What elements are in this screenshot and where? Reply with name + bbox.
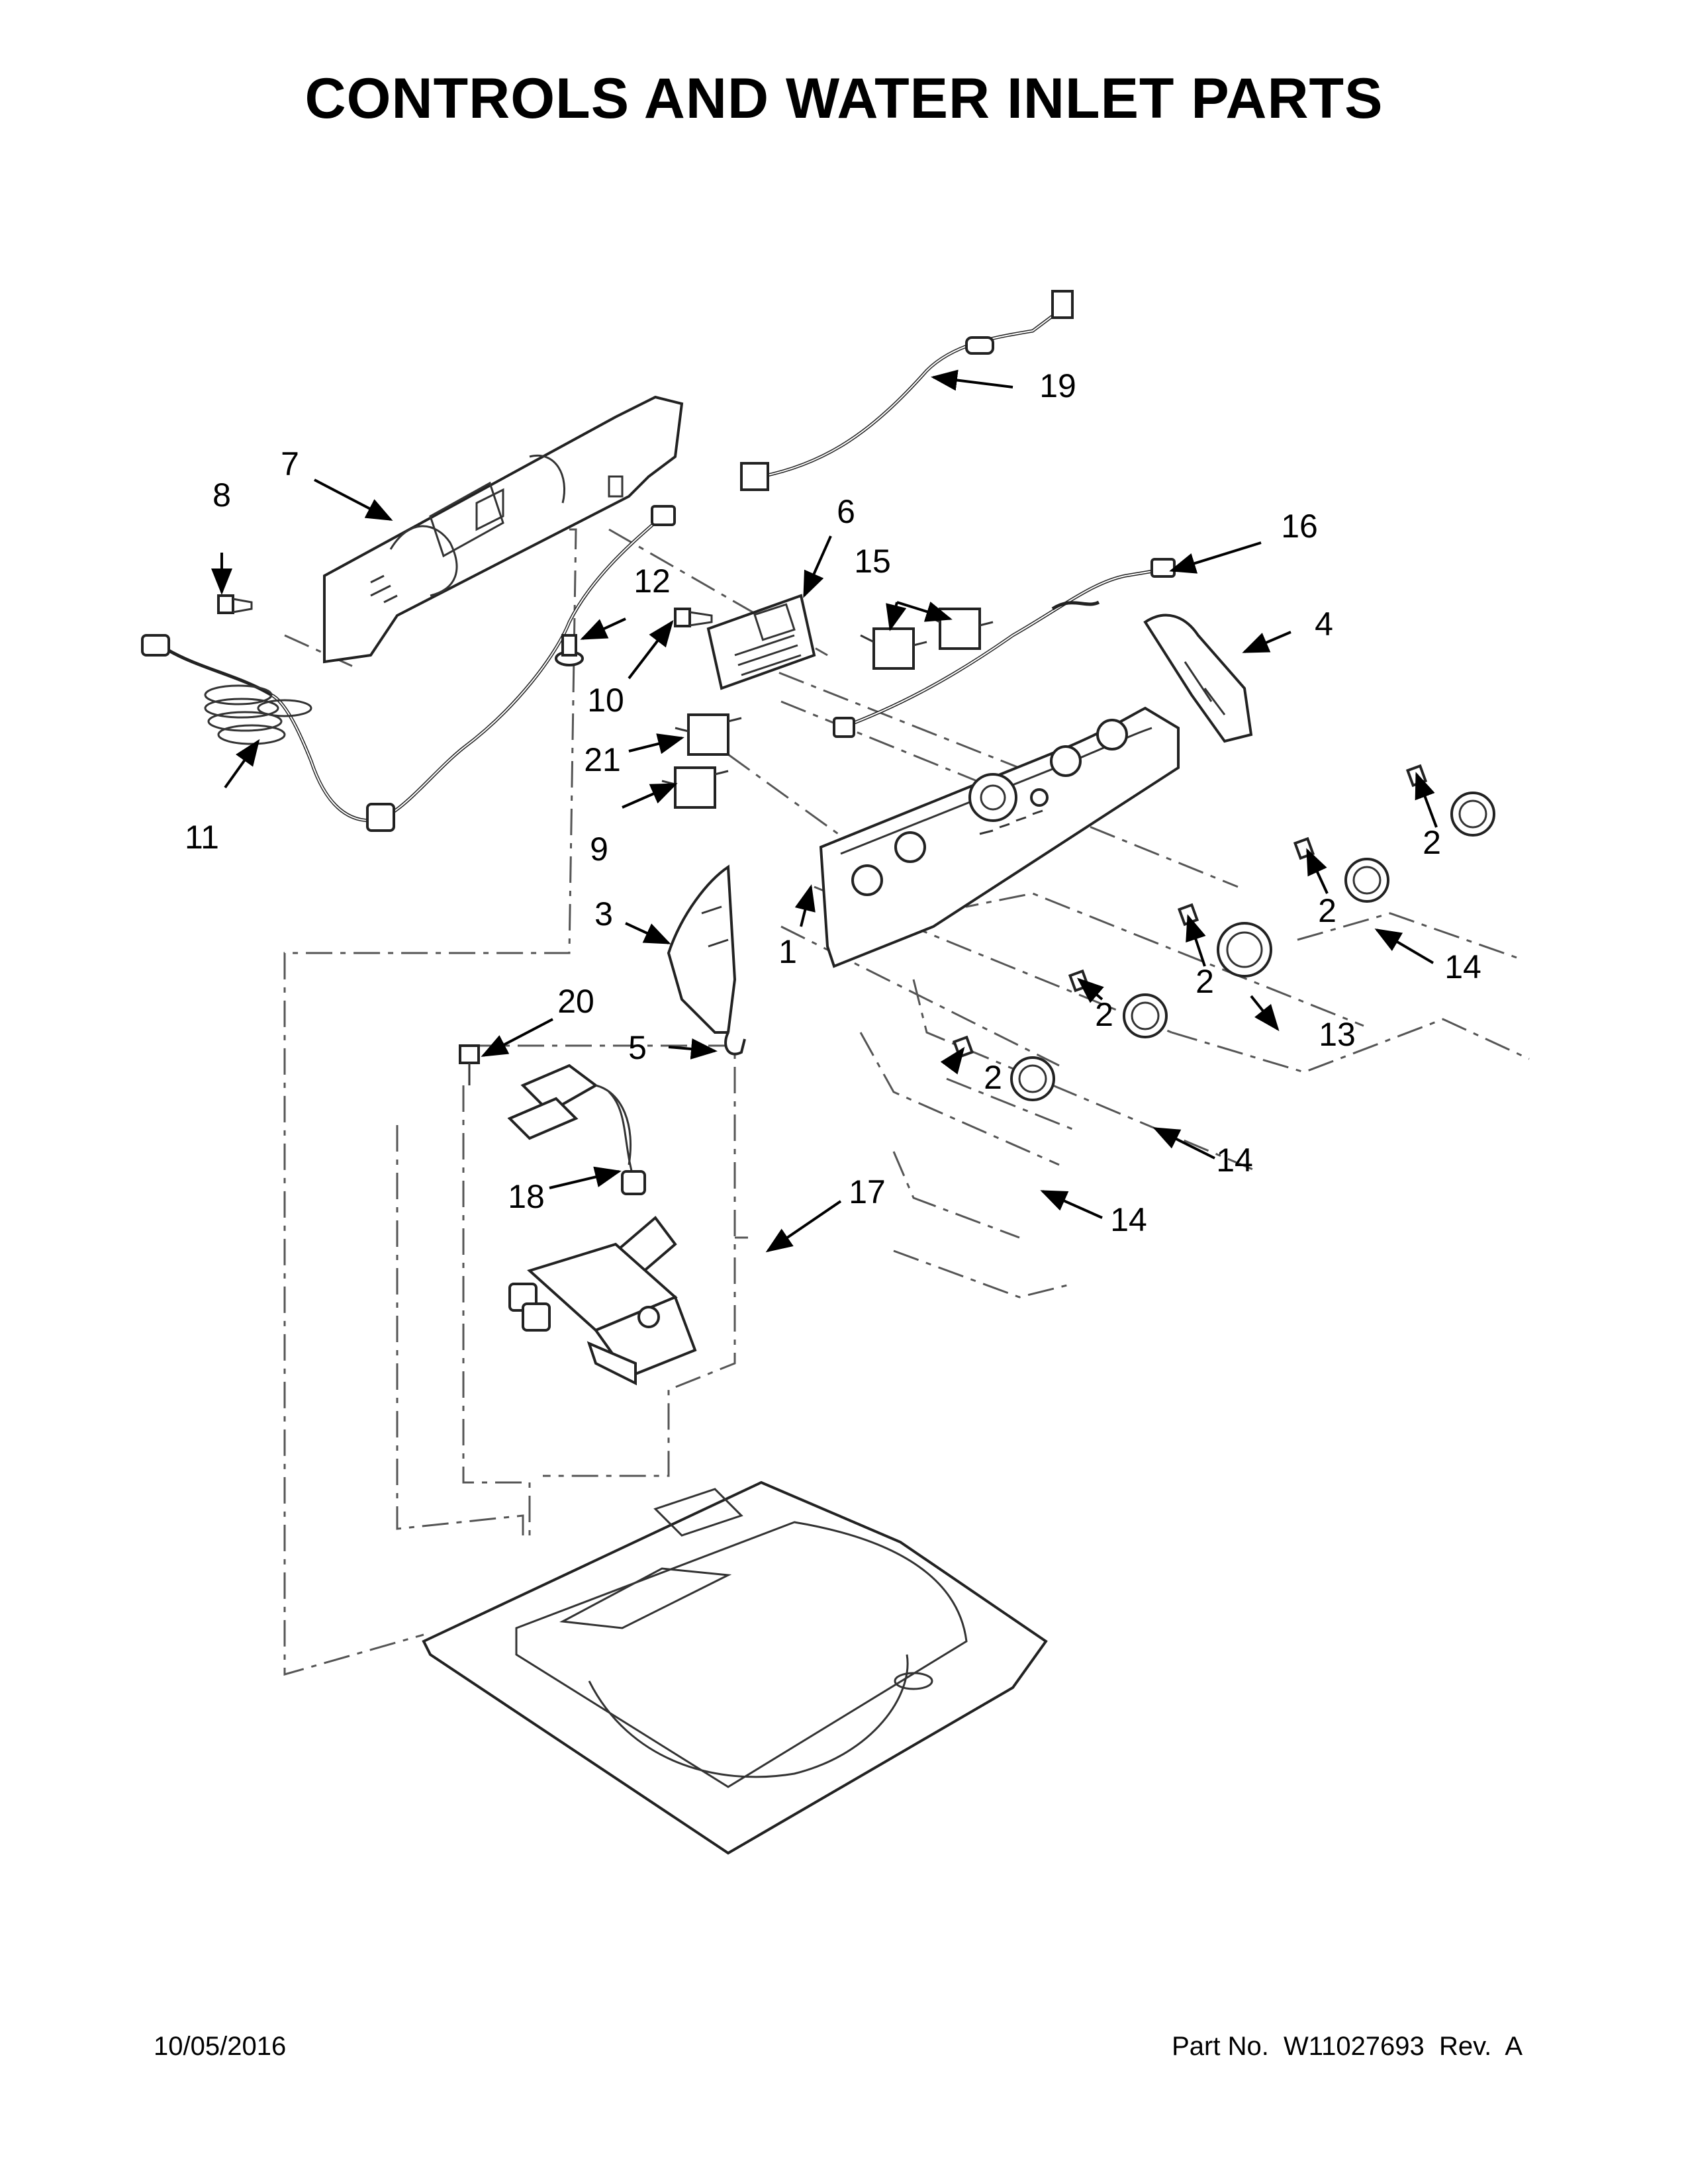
knob-13	[1217, 922, 1272, 978]
control-board-6	[706, 594, 816, 690]
callout-2c: 2	[1196, 963, 1214, 1000]
callout-6: 6	[837, 493, 855, 530]
callout-17: 17	[849, 1173, 886, 1210]
screws	[217, 594, 713, 1085]
switch-21	[675, 713, 742, 756]
console-end-cap-3	[667, 864, 737, 1034]
callout-3: 3	[594, 895, 613, 933]
valve-harness-18	[507, 1064, 646, 1195]
power-cord-11	[141, 505, 676, 832]
cabinet-top	[422, 1480, 1048, 1855]
wire-harness-16	[833, 558, 1176, 738]
callout-19: 19	[1039, 367, 1076, 404]
switch-9	[661, 766, 729, 809]
callout-18: 18	[508, 1178, 545, 1215]
console-1	[819, 706, 1180, 968]
knob-14a	[1010, 1056, 1055, 1101]
callout-5: 5	[628, 1029, 647, 1066]
callout-15: 15	[854, 543, 891, 580]
footer-part-number: Part No. W11027693 Rev. A	[1172, 2032, 1523, 2061]
knob-insert-2a	[952, 1035, 974, 1059]
wire-harness-19	[740, 290, 1074, 491]
console-end-cap-4	[1143, 614, 1253, 743]
callout-2e: 2	[1423, 824, 1441, 861]
callout-20: 20	[557, 983, 594, 1020]
page-title: CONTROLS AND WATER INLET PARTS	[305, 67, 1383, 130]
callout-8: 8	[212, 477, 231, 514]
clip-5	[724, 1032, 746, 1056]
screw-8	[217, 594, 253, 614]
callout-14a: 14	[1216, 1142, 1253, 1179]
footer-date: 10/05/2016	[154, 2032, 287, 2061]
water-inlet-assembly-17	[508, 1216, 697, 1386]
callout-9: 9	[590, 831, 608, 868]
knob-14c	[1344, 858, 1389, 903]
leader-arrows	[211, 369, 1438, 1253]
knob-14b	[1123, 993, 1168, 1038]
knob-insert-2c	[1177, 903, 1199, 927]
switches	[661, 608, 994, 809]
callout-1: 1	[778, 933, 797, 970]
callout-2d: 2	[1318, 892, 1336, 929]
callout-labels: 1 2 2 2 2 2 3 4 5 6 7 8 9 10 11 12 13 14…	[185, 367, 1481, 1238]
callout-13: 13	[1319, 1016, 1356, 1053]
knob-2e	[1450, 792, 1495, 837]
callout-4: 4	[1315, 606, 1333, 643]
switch-15a	[860, 627, 927, 670]
screw-10	[674, 608, 713, 627]
callout-14c: 14	[1110, 1201, 1147, 1238]
console-rear-panel-7	[323, 395, 684, 664]
callout-11: 11	[185, 819, 219, 856]
callout-7: 7	[281, 445, 299, 482]
callout-14b: 14	[1444, 948, 1481, 985]
assembly-guide-lines	[283, 528, 1530, 1676]
screw-20	[459, 1044, 480, 1085]
callout-10: 10	[587, 682, 624, 719]
callout-2b: 2	[1095, 996, 1113, 1033]
callout-12: 12	[633, 563, 671, 600]
callout-16: 16	[1281, 508, 1318, 545]
callout-2a: 2	[984, 1059, 1002, 1096]
screw-12	[555, 634, 584, 666]
callout-21: 21	[584, 741, 621, 778]
